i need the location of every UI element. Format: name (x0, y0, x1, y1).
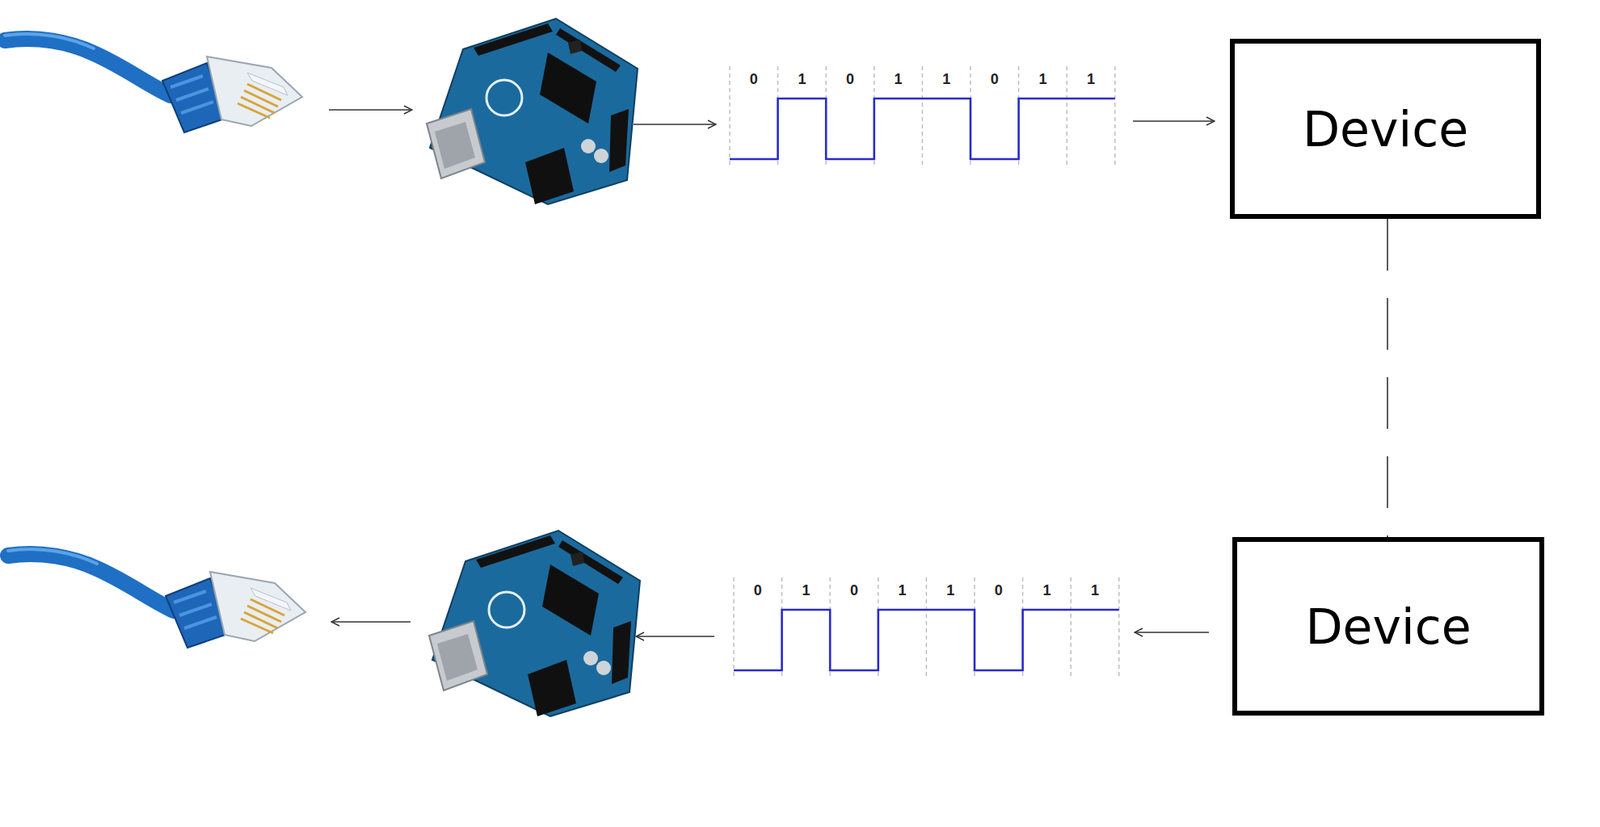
bit-value: 1 (934, 583, 967, 598)
bit-value: 0 (978, 71, 1011, 87)
bit-value: 1 (1026, 71, 1059, 87)
arduino-board (429, 530, 640, 717)
bit-value: 1 (1030, 583, 1063, 598)
device-box: Device (1232, 537, 1545, 716)
bit-value: 1 (882, 71, 915, 87)
bit-value: 1 (930, 71, 963, 87)
flow-arrow (635, 635, 715, 637)
ethernet-cable (4, 33, 303, 133)
bit-value: 1 (1074, 71, 1108, 87)
bit-value: 1 (1078, 583, 1112, 598)
bit-value: 0 (837, 583, 871, 598)
digital-waveform (729, 66, 1116, 169)
digital-waveform (733, 577, 1120, 680)
flow-arrow (633, 123, 716, 125)
device-label: Device (1305, 600, 1471, 654)
bit-value: 1 (785, 71, 818, 87)
device-box: Device (1229, 38, 1542, 219)
bit-value: 1 (789, 583, 822, 598)
flow-arrow (1132, 120, 1215, 122)
bit-value: 0 (741, 583, 775, 598)
flow-arrow (331, 621, 411, 623)
arduino-board (426, 18, 638, 205)
ethernet-cable (8, 549, 306, 649)
bit-value: 0 (982, 583, 1015, 598)
dashed-link (1386, 218, 1389, 538)
bit-value: 0 (833, 71, 867, 87)
device-label: Device (1302, 102, 1469, 156)
bit-value: 0 (737, 71, 771, 87)
flow-arrow (328, 109, 413, 110)
flow-arrow (1134, 631, 1209, 633)
bit-value: 1 (886, 583, 919, 598)
